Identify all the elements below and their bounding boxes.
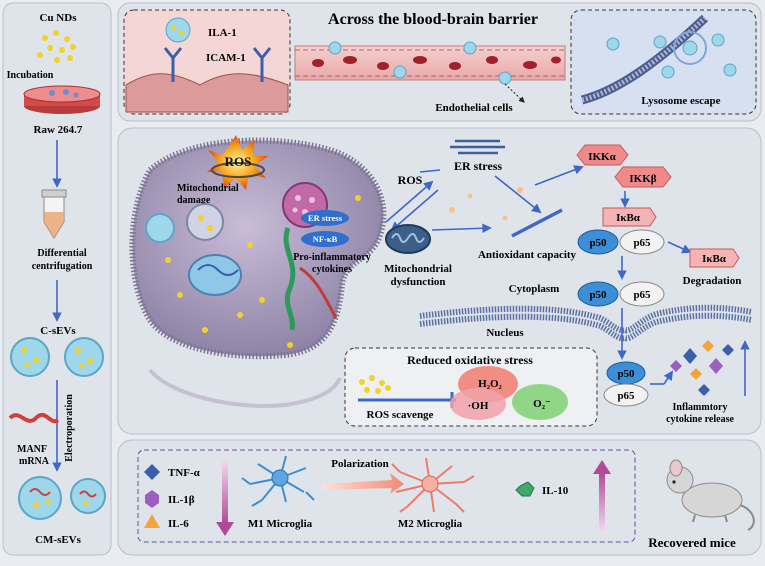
ila-icam-inset: ILA-1 ICAM-1 — [123, 9, 291, 115]
p50-label-2: p50 — [589, 289, 607, 301]
cytoplasm-label: Cytoplasm — [509, 283, 560, 295]
mitochondrion-icon — [385, 224, 431, 254]
differential-label: Differential — [37, 248, 86, 259]
h2o2-label: H₂O₂ — [478, 378, 502, 390]
lysosome-inset: Lysosome escape — [570, 9, 757, 115]
ros-burst: ROS — [207, 135, 268, 190]
ila1-label: ILA-1 — [208, 27, 237, 39]
m1-microglia — [241, 455, 315, 507]
mouse-illustration — [666, 459, 755, 531]
ikba-free-node: IκBα — [689, 248, 740, 268]
p50-label-3: p50 — [617, 368, 635, 380]
cell-er-stress-label: ER stress — [308, 213, 343, 223]
nucleus-label: Nucleus — [486, 327, 524, 339]
p50-p65-nuclear: p50 p65 — [603, 361, 649, 407]
c-sevs-label: C-sEVs — [40, 325, 76, 337]
cu-nds-dots — [37, 30, 76, 63]
raw-label: Raw 264.7 — [34, 124, 83, 136]
mito-damage-label-2: damage — [177, 195, 211, 206]
mrna-label: mRNA — [19, 456, 50, 467]
electroporation-label: Electroporation — [64, 394, 75, 462]
polarization-arrow — [322, 473, 404, 494]
endothelial-label: Endothelial cells — [435, 102, 513, 114]
oh-label: ·OH — [468, 400, 489, 412]
up-arrow-shaft — [599, 472, 605, 532]
path-er-stress-label: ER stress — [454, 159, 502, 173]
ikba-free-label: IκBα — [702, 253, 727, 265]
mrna-strand — [8, 412, 60, 424]
middle-panel: ROS Mitochondrial damage ER stress NF-κB… — [117, 127, 762, 435]
inflammatory-label-2: cytokine release — [666, 414, 734, 425]
p65-label-2: p65 — [633, 289, 651, 301]
ikkb-node: IKKβ — [614, 166, 672, 188]
degradation-label: Degradation — [683, 275, 742, 287]
ikkb-label: IKKβ — [629, 173, 656, 185]
ikka-node: IKKα — [576, 144, 629, 166]
ros-scavenge-label: ROS scavenge — [367, 409, 434, 421]
c-sevs-vesicles — [10, 337, 104, 377]
mito-dysfunction-label-1: Mitochondrial — [384, 263, 452, 275]
path-ros-label: ROS — [398, 173, 423, 187]
cytokines-label: cytokines — [312, 264, 352, 275]
antioxidant-label: Antioxidant capacity — [478, 249, 577, 261]
nuclear-membrane — [419, 304, 753, 342]
cell-ros-label: ROS — [225, 154, 252, 169]
cm-sevs-vesicles — [18, 476, 106, 520]
recovered-mice-label: Recovered mice — [648, 535, 736, 550]
icam1-label: ICAM-1 — [206, 52, 246, 64]
down-arrow-shaft — [222, 460, 228, 524]
top-panel: Across the blood-brain barrier ILA-1 ICA… — [117, 2, 762, 122]
p50-p65-complex-2: p50 p65 — [577, 281, 665, 307]
il1b-label: IL-1β — [168, 494, 195, 506]
bottom-panel: TNF-α IL-1β IL-6 M1 Microglia Polarizati… — [117, 439, 762, 556]
mito-dysfunction-label-2: dysfunction — [390, 276, 445, 288]
ikba-label: IκBα — [616, 212, 641, 224]
ikba-node: IκBα — [602, 207, 657, 227]
mito-damage-label-1: Mitochondrial — [177, 183, 239, 194]
m2-label: M2 Microglia — [398, 518, 463, 530]
ikka-label: IKKα — [588, 151, 616, 163]
cell-illustration: ROS Mitochondrial damage ER stress NF-κB… — [129, 135, 387, 408]
oxidative-title: Reduced oxidative stress — [407, 353, 533, 367]
p50-p65-complex-1: p50 p65 — [577, 229, 665, 255]
left-column: Cu NDs Incubation Raw 264.7 Differential… — [2, 2, 112, 556]
p65-label-3: p65 — [617, 390, 635, 402]
il6-label: IL-6 — [168, 518, 189, 530]
centrifuge-tube — [41, 189, 67, 239]
p65-label-1: p65 — [633, 237, 651, 249]
il10-label: IL-10 — [542, 485, 569, 497]
blood-vessel: Endothelial cells — [294, 41, 566, 114]
inflammatory-label-1: Inflammtory — [673, 402, 728, 413]
m2-microglia — [391, 457, 475, 513]
manf-label: MANF — [17, 444, 47, 455]
oxidative-inset: Reduced oxidative stress ROS scavenge H₂… — [344, 347, 598, 427]
cu-nds-label: Cu NDs — [40, 12, 78, 24]
incubation-label: Incubation — [7, 70, 54, 81]
centrifugation-label: centrifugation — [32, 261, 93, 272]
bbb-title: Across the blood-brain barrier — [328, 11, 538, 28]
tnf-label: TNF-α — [168, 467, 201, 479]
petri-dish — [23, 85, 101, 114]
polarization-label: Polarization — [331, 458, 388, 470]
cell-nfkb-label: NF-κB — [313, 234, 338, 244]
m1-label: M1 Microglia — [248, 518, 313, 530]
er-icon — [450, 139, 505, 155]
cm-sevs-label: CM-sEVs — [35, 534, 82, 546]
pro-inflammatory-label: Pro-inflammatory — [293, 252, 371, 263]
o2-label: O₂⁻ — [533, 398, 551, 410]
lysosome-label: Lysosome escape — [641, 95, 720, 107]
p50-label-1: p50 — [589, 237, 607, 249]
cytokine-cluster — [670, 340, 734, 396]
pathway: ROS ER stress Mitochondrial dysfunction … — [384, 139, 753, 425]
